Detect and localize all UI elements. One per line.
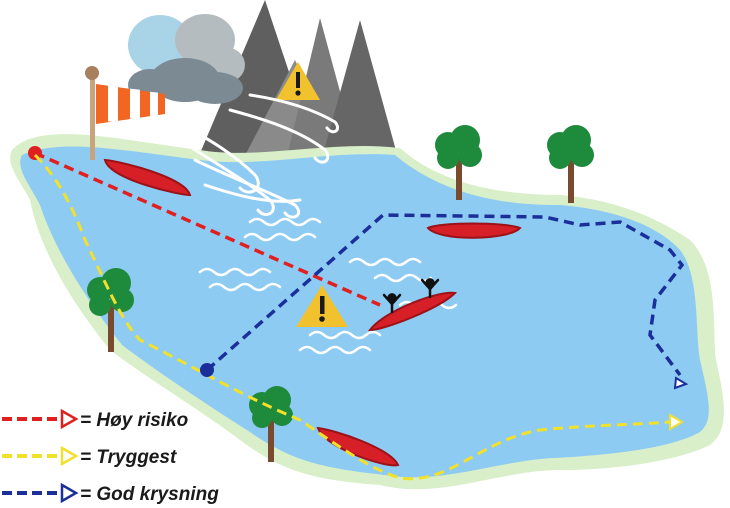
arrow-icon — [669, 413, 684, 431]
warning-icon — [296, 285, 348, 327]
storm-cloud-icon — [128, 14, 245, 104]
wave-icon — [248, 217, 322, 227]
legend-label-safest: = Tryggest — [80, 447, 177, 468]
wave-icon — [298, 345, 372, 355]
route-good-crossing — [205, 213, 685, 377]
legend-item-high-risk: = Høy risiko — [2, 408, 188, 431]
wind-swirls — [173, 93, 340, 219]
route-safest — [33, 153, 671, 481]
canoe-icon — [426, 222, 522, 239]
wave-icon — [208, 282, 282, 292]
crossing-point — [200, 363, 214, 377]
legend-label-high-risk: = Høy risiko — [80, 410, 188, 431]
warning-icon — [276, 62, 320, 100]
start-point — [28, 146, 42, 160]
windsock-icon — [85, 66, 165, 160]
legend-item-good-crossing: = God krysning — [2, 482, 219, 505]
mountains — [195, 0, 400, 165]
tree-icon — [547, 125, 594, 203]
canoe-icon — [103, 158, 192, 197]
mountain-icon — [320, 20, 400, 165]
waves — [198, 217, 458, 355]
wave-icon — [348, 257, 422, 267]
arrow-icon — [673, 376, 689, 390]
wave-icon — [198, 267, 272, 277]
wave-icon — [243, 232, 317, 242]
wave-icon — [308, 330, 382, 340]
legend-label-good-crossing: = God krysning — [80, 484, 219, 505]
legend: = Høy risiko = Tryggest = God krysning — [2, 408, 219, 505]
lake-water — [20, 146, 709, 478]
capsized-canoe-icon — [367, 278, 458, 332]
tree-icon — [435, 125, 482, 200]
legend-item-safest: = Tryggest — [2, 445, 177, 468]
